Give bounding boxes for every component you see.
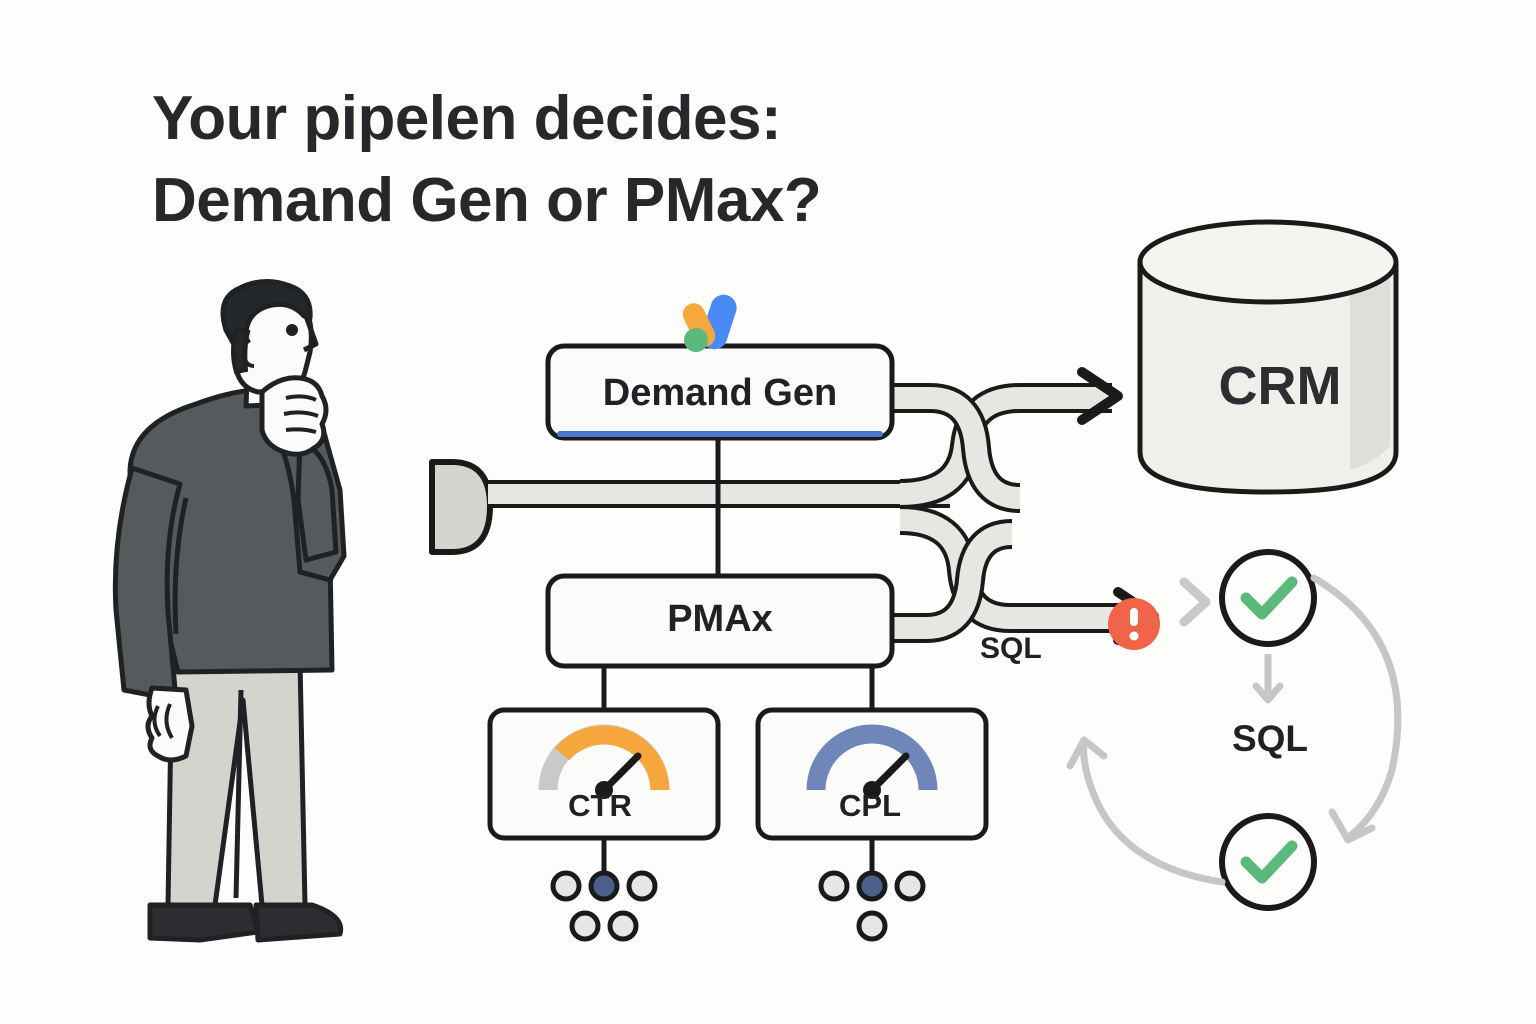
thinking-person-illustration: [112, 279, 347, 943]
cycle-check-top[interactable]: [1219, 549, 1317, 647]
sql-cycle-diagram: [1066, 549, 1402, 911]
metric-card-ctr[interactable]: [487, 707, 721, 841]
ctr-gauge-value: [554, 725, 670, 791]
metric-card-cpl[interactable]: [755, 707, 989, 841]
node-demand-gen[interactable]: [545, 343, 895, 441]
sql-alert-badge[interactable]: [1108, 598, 1160, 650]
cycle-check-bottom[interactable]: [1219, 813, 1317, 911]
dot-cluster-cpl: [818, 870, 926, 942]
crm-arrow-icon: [1077, 367, 1123, 425]
node-crm-database[interactable]: [1137, 219, 1399, 495]
dot-cluster-ctr: [550, 870, 658, 942]
check-icon: [1240, 840, 1298, 884]
page-title: Your pipelen decides: Demand Gen or PMax…: [152, 84, 822, 235]
chevron-right-icon: [1179, 577, 1211, 627]
google-ads-logo: [682, 294, 737, 352]
cycle-arrow-right: [1310, 574, 1402, 840]
check-icon: [1240, 576, 1298, 620]
node-connectors: [601, 440, 875, 876]
cycle-down-arrow: [1252, 654, 1284, 704]
cpl-gauge-value: [806, 724, 938, 791]
down-arrow-icon: [1252, 682, 1284, 704]
node-pmax[interactable]: [545, 573, 895, 669]
cycle-arrow-left: [1080, 738, 1226, 886]
